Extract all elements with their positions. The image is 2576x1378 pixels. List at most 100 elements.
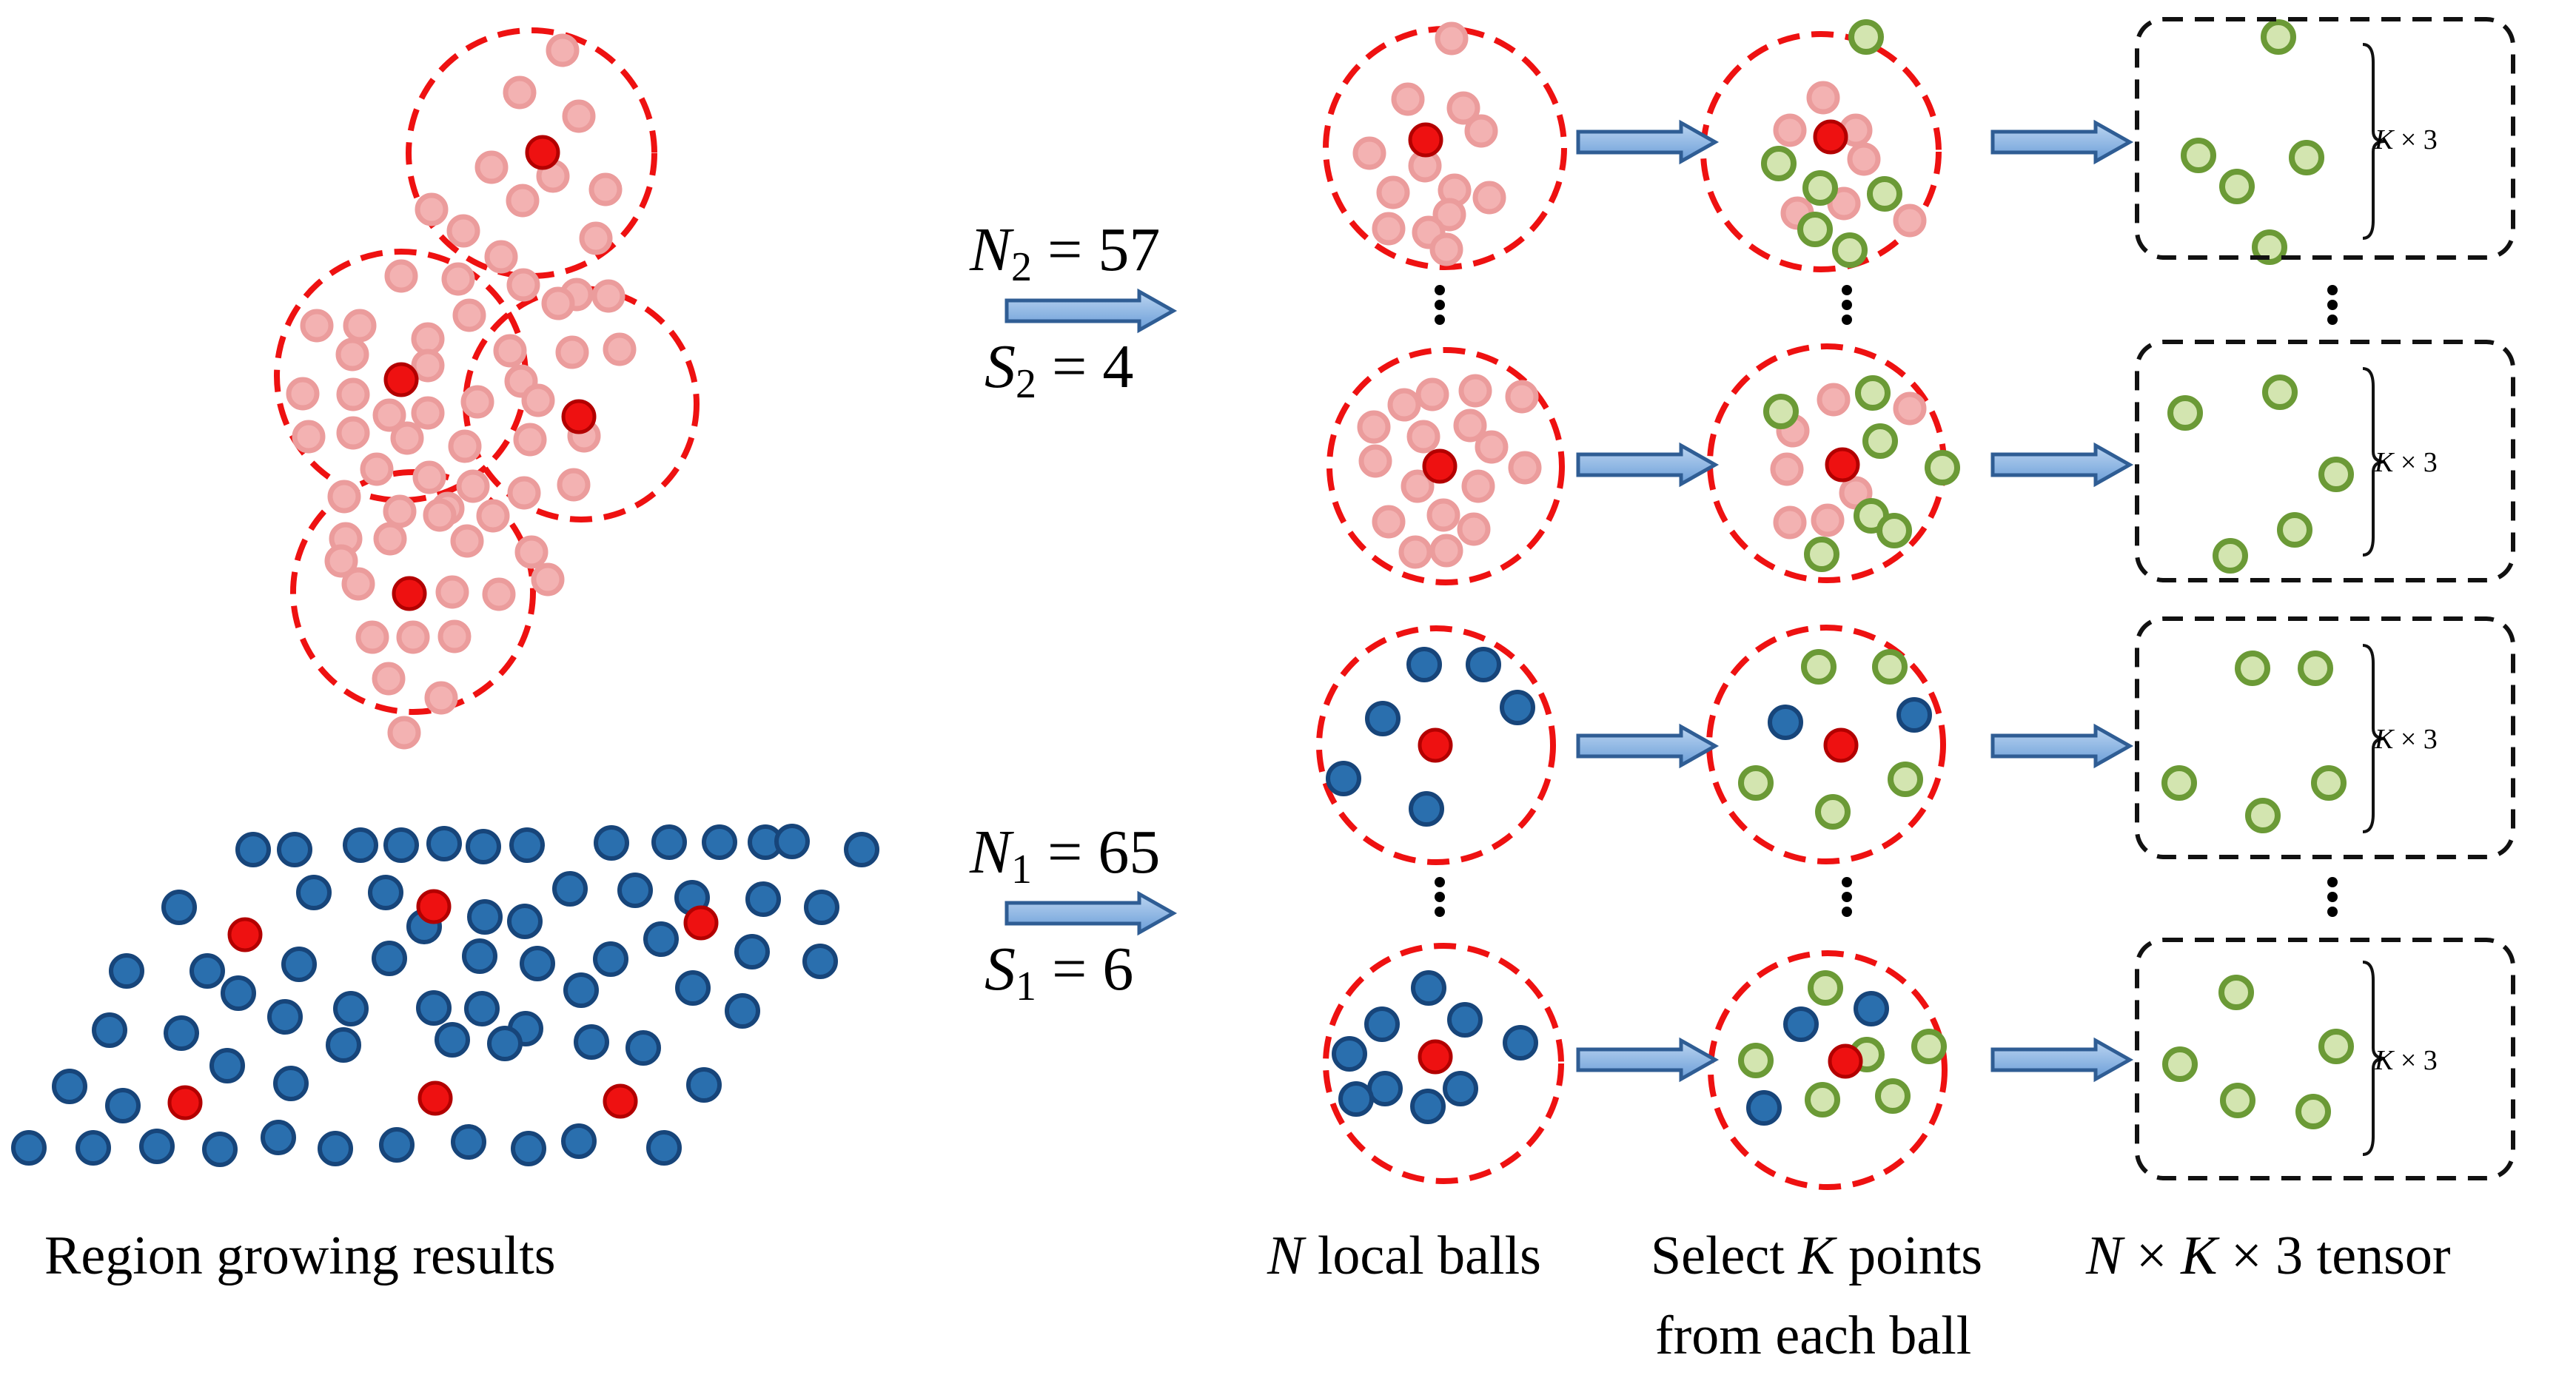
blue-point xyxy=(383,827,419,863)
blue-point xyxy=(509,827,545,863)
pink-point xyxy=(1446,91,1480,125)
pink-point xyxy=(1893,204,1927,238)
green-point xyxy=(2161,765,2197,801)
blue-point xyxy=(844,832,879,867)
ellipsis-dot xyxy=(1842,892,1852,902)
blue-point xyxy=(487,1026,523,1061)
center-point xyxy=(1828,1043,1863,1079)
kx3-label: K × 3 xyxy=(2375,1045,2438,1076)
blue-point xyxy=(1365,701,1401,736)
pink-point xyxy=(546,33,580,67)
pink-point xyxy=(411,349,445,383)
green-point xyxy=(1872,649,1908,685)
brace xyxy=(2362,43,2386,240)
pink-point xyxy=(448,429,482,463)
pink-point xyxy=(1415,377,1449,411)
pink-point xyxy=(383,494,417,528)
blue-point xyxy=(1367,1071,1403,1106)
green-point xyxy=(1848,19,1884,55)
blue-point xyxy=(11,1130,47,1166)
pink-point xyxy=(1429,534,1463,568)
blue-point xyxy=(1326,761,1361,796)
pink-point xyxy=(292,420,326,454)
pink-point xyxy=(482,577,516,611)
green-point xyxy=(1805,1082,1840,1117)
blue-point xyxy=(189,953,225,989)
pink-point xyxy=(423,498,457,532)
blue-point xyxy=(221,975,256,1011)
ellipsis-dot xyxy=(1435,877,1445,887)
pink-point xyxy=(435,575,469,609)
pink-point xyxy=(1508,451,1542,485)
blue-point xyxy=(1896,697,1932,733)
ellipsis-dot xyxy=(1842,300,1852,310)
green-point xyxy=(1738,1043,1774,1078)
pink-point xyxy=(1806,81,1840,115)
pink-point xyxy=(1811,503,1845,537)
pink-point xyxy=(484,240,518,274)
blue-point xyxy=(1500,690,1535,725)
pink-point xyxy=(1472,181,1506,215)
blue-point xyxy=(625,1030,661,1066)
ellipsis-dot xyxy=(1435,300,1445,310)
pink-point xyxy=(1461,469,1495,503)
green-point xyxy=(2162,1046,2198,1082)
green-point xyxy=(2318,457,2354,492)
blue-point xyxy=(209,1048,245,1083)
green-point xyxy=(1888,762,1923,797)
caption-select-k: Select K points xyxy=(1651,1226,1983,1286)
dashed-ball-boundary xyxy=(1700,31,1942,272)
brace xyxy=(2362,961,2386,1156)
blue-point xyxy=(675,970,711,1006)
ellipsis-dot xyxy=(2327,892,2338,902)
ellipsis-dot xyxy=(1435,285,1445,295)
center-point xyxy=(1823,727,1859,763)
blue-point xyxy=(426,826,462,861)
blue-point xyxy=(1447,1002,1483,1038)
pink-point xyxy=(411,396,445,430)
pink-point xyxy=(514,535,549,569)
pink-point xyxy=(424,681,458,715)
blue-point xyxy=(1364,1006,1400,1042)
equation-n2: N2 = 57 xyxy=(970,215,1161,290)
pink-point xyxy=(1398,535,1432,569)
pink-point xyxy=(1505,380,1539,414)
pink-point xyxy=(336,377,370,411)
pink-point xyxy=(603,332,637,366)
pink-point xyxy=(360,452,394,486)
blue-point xyxy=(1746,1090,1782,1126)
ellipsis-dot xyxy=(1842,315,1852,325)
blue-point xyxy=(273,1066,309,1101)
pink-point xyxy=(373,522,407,556)
pink-point xyxy=(1426,498,1460,532)
green-point xyxy=(2219,169,2255,204)
green-point xyxy=(2298,651,2333,686)
ellipsis-dot xyxy=(2327,300,2338,310)
pink-point xyxy=(336,416,370,450)
blue-point xyxy=(372,941,407,976)
pink-point xyxy=(412,460,446,494)
blue-point xyxy=(804,890,839,925)
pink-point xyxy=(1406,420,1440,454)
pink-point xyxy=(1376,175,1410,209)
blue-point xyxy=(686,1067,722,1103)
blue-point xyxy=(368,875,403,910)
green-point xyxy=(1832,232,1868,268)
caption-region-growing: Region growing results xyxy=(44,1226,556,1286)
blue-point xyxy=(76,1130,111,1166)
green-point xyxy=(1867,176,1902,212)
blue-point xyxy=(1466,647,1501,682)
blue-point xyxy=(561,1123,597,1159)
dashed-ball-boundary xyxy=(1326,347,1565,585)
green-point xyxy=(1763,394,1799,429)
pink-point xyxy=(384,259,418,293)
center-point xyxy=(1422,448,1458,484)
green-point xyxy=(1911,1029,1947,1064)
caption-local-balls: N local balls xyxy=(1267,1226,1541,1286)
blue-point xyxy=(267,999,303,1035)
blue-point xyxy=(52,1069,87,1104)
kx3-label: K × 3 xyxy=(2375,124,2438,155)
pink-point xyxy=(341,567,375,601)
blue-point xyxy=(1338,1081,1374,1117)
dashed-ball-boundary xyxy=(406,27,657,279)
